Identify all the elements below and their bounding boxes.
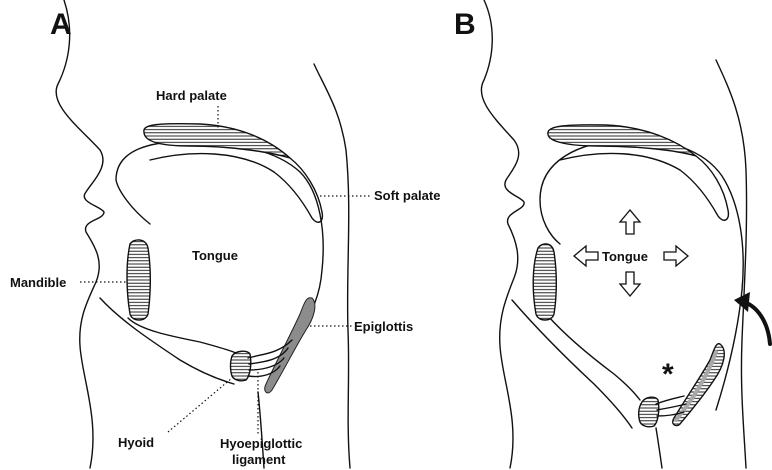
label-mandible: Mandible (10, 275, 66, 290)
label-tongue-b: Tongue (602, 249, 648, 264)
label-soft-palate: Soft palate (374, 188, 440, 203)
panel-a: A (10, 0, 440, 468)
label-epiglottis: Epiglottis (354, 319, 413, 334)
asterisk-marker: * (662, 358, 674, 391)
panel-b-letter: B (454, 8, 476, 41)
panel-a-letter: A (50, 8, 72, 41)
soft-palate-a (274, 158, 322, 222)
panel-b: B * Tongue (454, 0, 770, 468)
label-hyoepiglottic-1: Hyoepiglottic (220, 436, 302, 451)
mandible-b (533, 244, 556, 320)
epiglottis-a (265, 298, 315, 393)
arrow-up-icon (620, 210, 640, 234)
neck-front-b (656, 428, 662, 468)
arrow-right-icon (664, 246, 688, 266)
label-hyoid: Hyoid (118, 435, 154, 450)
face-profile-a (56, 0, 104, 468)
label-hyoepiglottic-2: ligament (232, 452, 286, 467)
chin-contour-b (512, 300, 632, 428)
label-tongue-a: Tongue (192, 248, 238, 263)
soft-palate-b (680, 156, 728, 220)
label-hard-palate: Hard palate (156, 88, 227, 103)
floor-of-mouth-b (548, 316, 640, 400)
chin-contour-a (100, 298, 234, 384)
face-profile-b (481, 0, 524, 468)
posterior-pharyngeal-wall-a (314, 64, 350, 468)
hyoid-b (639, 397, 659, 427)
velum-upper-a (150, 154, 274, 172)
velum-upper-b (560, 153, 680, 170)
posterior-pharyngeal-wall-b (716, 60, 747, 468)
arrow-down-icon (620, 272, 640, 296)
hard-palate-b (548, 125, 696, 156)
mandible-a (127, 240, 150, 320)
hyoid-leader (168, 378, 232, 432)
hard-palate-a (144, 124, 290, 158)
arrow-left-icon (574, 246, 598, 266)
